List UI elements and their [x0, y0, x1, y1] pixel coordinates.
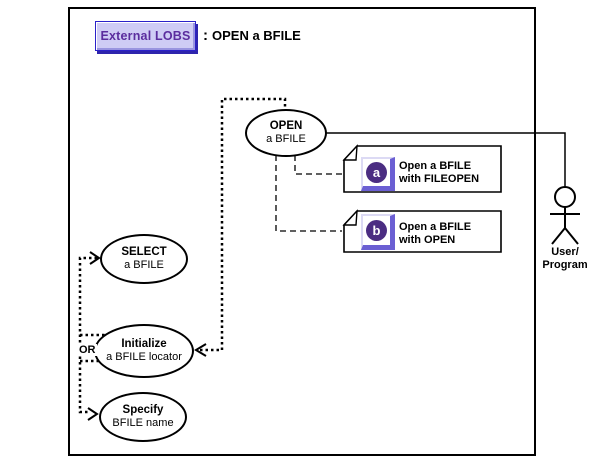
actor-figure-icon — [550, 186, 580, 245]
diagram-frame — [68, 7, 536, 456]
connector-open-to-actor — [325, 132, 566, 188]
usecase-specify-line1: Specify — [122, 404, 164, 416]
usecase-specify-bfile-name: Specify BFILE name — [99, 392, 187, 442]
note-open-line1: Open a BFILE — [399, 221, 472, 233]
note-fileopen-fold-icon — [342, 144, 358, 161]
usecase-initialize-locator: Initialize a BFILE locator — [94, 324, 194, 378]
usecase-open-a-bfile: OPEN a BFILE — [245, 109, 327, 157]
usecase-initialize-line2: a BFILE locator — [106, 351, 182, 363]
external-lobs-badge-button[interactable]: External LOBS — [95, 21, 196, 51]
fileopen-example-icon[interactable]: a — [361, 157, 395, 191]
arrowhead-into-select — [89, 251, 101, 265]
a-glyph-icon: a — [366, 162, 387, 183]
page-title: : OPEN a BFILE — [203, 27, 301, 44]
note-fileopen-line2: with FILEOPEN — [399, 172, 480, 185]
note-fileopen-text: Open a BFILE with FILEOPEN — [399, 160, 479, 185]
usecase-select-a-bfile: SELECT a BFILE — [100, 234, 188, 284]
title-text: OPEN a BFILE — [212, 28, 301, 43]
b-glyph-icon: b — [366, 220, 387, 241]
open-example-icon[interactable]: b — [361, 214, 395, 250]
arrowhead-into-initialize — [194, 343, 207, 357]
note-open-text: Open a BFILE with OPEN — [399, 221, 471, 246]
or-group-rail — [78, 256, 97, 414]
connector-open-to-note-open — [275, 155, 342, 232]
badge-label: External LOBS — [100, 29, 191, 43]
note-fileopen-line1: Open a BFILE — [399, 160, 472, 172]
usecase-open-line2: a BFILE — [266, 133, 306, 145]
usecase-select-line1: SELECT — [121, 246, 167, 258]
title-colon: : — [203, 27, 208, 44]
actor-label-line2: Program — [542, 258, 588, 271]
connector-open-to-note-fileopen — [294, 155, 342, 175]
note-open-fold-icon — [342, 209, 358, 226]
arrowhead-into-specify — [87, 407, 99, 421]
usecase-open-line1: OPEN — [269, 120, 303, 132]
usecase-specify-line2: BFILE name — [112, 417, 174, 429]
note-open-line2: with OPEN — [399, 233, 456, 246]
or-label: OR — [78, 344, 97, 356]
actor-label: User/ Program — [534, 246, 596, 271]
actor-label-line1: User/ — [551, 246, 579, 258]
usecase-initialize-line1: Initialize — [121, 338, 167, 350]
usecase-select-line2: a BFILE — [124, 259, 164, 271]
